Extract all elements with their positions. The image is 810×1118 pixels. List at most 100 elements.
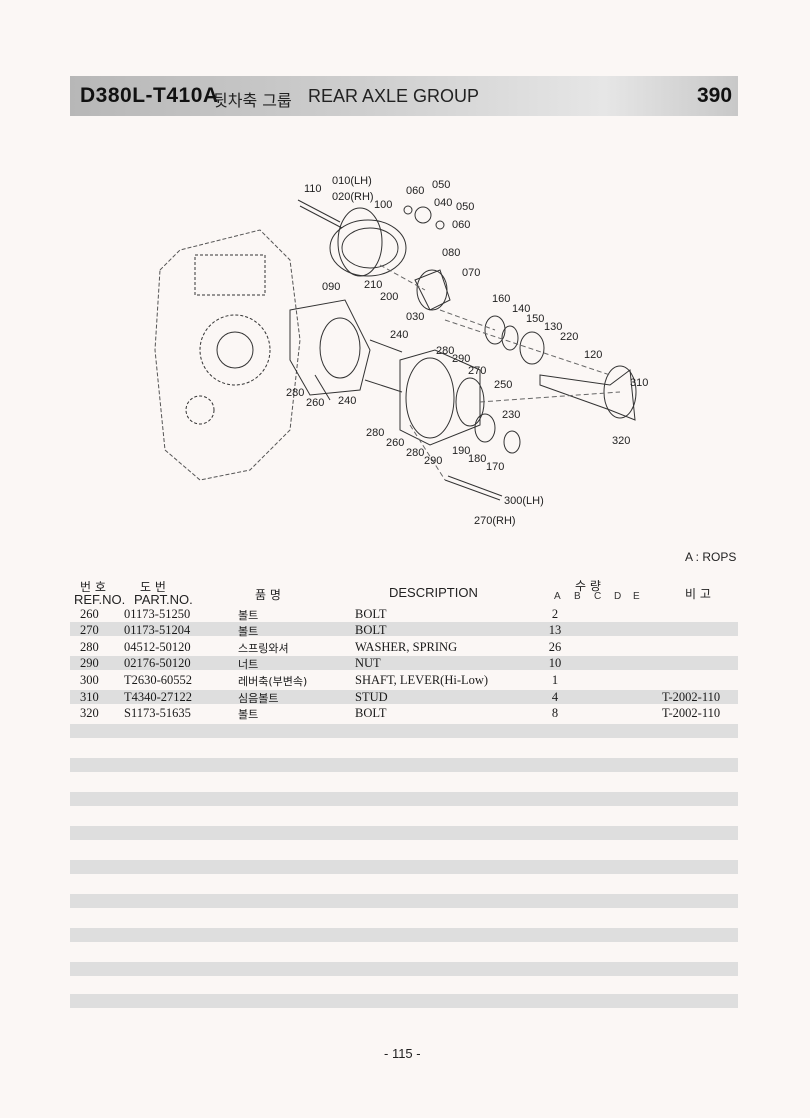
page-number: - 115 -: [384, 1046, 421, 1061]
part-number: 02176-50120: [124, 656, 191, 670]
part-description: BOLT: [355, 607, 387, 621]
callout-label: 130: [544, 321, 562, 333]
table-stripe: [70, 894, 738, 908]
col-name-header-korean: 품 명: [255, 588, 281, 602]
callout-label: 240: [390, 329, 408, 341]
quantity: 1: [551, 673, 559, 687]
exploded-parts-diagram: 110 010(LH) 020(RH) 100 060 050 040 050 …: [140, 170, 660, 530]
callout-label: 250: [494, 379, 512, 391]
callout-label: 220: [560, 331, 578, 343]
part-name-korean: 레버축(부변속): [238, 675, 308, 688]
quantity: 8: [551, 706, 559, 720]
quantity: 10: [548, 656, 562, 670]
part-description: NUT: [355, 656, 381, 670]
ref-number: 270: [80, 623, 99, 637]
callout-label: 140: [512, 303, 530, 315]
part-name-korean: 볼트: [238, 625, 259, 638]
part-number: 01173-51250: [124, 607, 191, 621]
callout-label: 240: [338, 395, 356, 407]
table-stripe: [70, 724, 738, 738]
callout-label: 030: [406, 311, 424, 323]
callout-label: 300(LH): [504, 495, 544, 507]
table-row: 300 T2630-60552 레버축(부변속) SHAFT, LEVER(Hi…: [0, 673, 810, 689]
col-part-header-korean: 도 번: [140, 580, 166, 594]
callout-label: 180: [468, 453, 486, 465]
table-stripe: [70, 928, 738, 942]
part-name-korean: 스프링와셔: [238, 642, 289, 655]
callout-label: 190: [452, 445, 470, 457]
callout-label: 010(LH): [332, 175, 372, 187]
ref-number: 320: [80, 706, 99, 720]
table-stripe: [70, 994, 738, 1008]
remarks: T-2002-110: [662, 706, 721, 720]
group-title-korean: 뒷차축 그룹: [213, 91, 292, 110]
remarks: T-2002-110: [662, 690, 721, 704]
table-stripe: [70, 792, 738, 806]
part-name-korean: 너트: [238, 658, 259, 671]
callout-label: 020(RH): [332, 191, 374, 203]
callout-label: 230: [502, 409, 520, 421]
table-stripe: [70, 622, 738, 636]
col-remarks-header-korean: 비 고: [685, 587, 711, 601]
parts-illustration: 110 010(LH) 020(RH) 100 060 050 040 050 …: [154, 175, 648, 527]
table-stripe: [70, 656, 738, 670]
qty-col-b: B: [574, 591, 581, 602]
part-name-korean: 볼트: [238, 708, 259, 721]
callout-label: 260: [306, 397, 324, 409]
ref-number: 310: [80, 690, 99, 704]
callout-label: 310: [630, 377, 648, 389]
part-name-korean: 볼트: [238, 609, 259, 622]
part-description: BOLT: [355, 623, 387, 637]
callout-label: 110: [304, 183, 322, 195]
callout-label: 060: [452, 219, 470, 231]
callout-label: 100: [374, 199, 392, 211]
callout-label: 070: [462, 267, 480, 279]
callout-label: 160: [492, 293, 510, 305]
col-ref-header: REF.NO.: [74, 592, 126, 607]
callout-label: 200: [380, 291, 398, 303]
callout-label: 270(RH): [474, 515, 516, 527]
qty-col-e: E: [633, 591, 640, 602]
qty-col-a: A: [554, 591, 561, 602]
callout-label: 090: [322, 281, 340, 293]
table-stripe: [70, 826, 738, 840]
page-code: 390: [697, 84, 733, 107]
model-number: D380L-T410A: [80, 84, 219, 107]
part-number: 01173-51204: [124, 623, 191, 637]
table-stripe: [70, 758, 738, 772]
callout-label: 260: [386, 437, 404, 449]
callout-label: 270: [468, 365, 486, 377]
col-qty-header-korean: 수 량: [575, 579, 601, 593]
callout-label: 050: [456, 201, 474, 213]
callout-label: 210: [364, 279, 382, 291]
part-description: STUD: [355, 690, 388, 704]
table-row: 310 T4340-27122 심음볼트 STUD 4 T-2002-110: [0, 690, 810, 706]
table-stripe: [70, 690, 738, 704]
ref-number: 280: [80, 640, 99, 654]
part-number: T2630-60552: [124, 673, 193, 687]
qty-col-d: D: [614, 591, 622, 602]
header-band: [70, 76, 738, 116]
callout-label: 280: [366, 427, 384, 439]
quantity: 4: [551, 690, 559, 704]
callout-label: 280: [286, 387, 304, 399]
callout-label: 170: [486, 461, 504, 473]
callout-label: 150: [526, 313, 544, 325]
table-row: 290 02176-50120 너트 NUT 10: [0, 656, 810, 672]
table-row: 270 01173-51204 볼트 BOLT 13: [0, 623, 810, 639]
part-number: 04512-50120: [124, 640, 191, 654]
callout-label: 080: [442, 247, 460, 259]
quantity: 13: [548, 623, 562, 637]
callout-label: 280: [406, 447, 424, 459]
variant-note: A : ROPS: [685, 550, 737, 564]
part-number: T4340-27122: [124, 690, 193, 704]
callout-label: 280: [436, 345, 454, 357]
table-stripe: [70, 860, 738, 874]
callout-label: 120: [584, 349, 602, 361]
part-name-korean: 심음볼트: [238, 692, 279, 705]
table-row: 260 01173-51250 볼트 BOLT 2: [0, 607, 810, 623]
group-title: REAR AXLE GROUP: [308, 86, 480, 106]
qty-col-c: C: [594, 591, 602, 602]
callout-label: 040: [434, 197, 452, 209]
ref-number: 290: [80, 656, 99, 670]
